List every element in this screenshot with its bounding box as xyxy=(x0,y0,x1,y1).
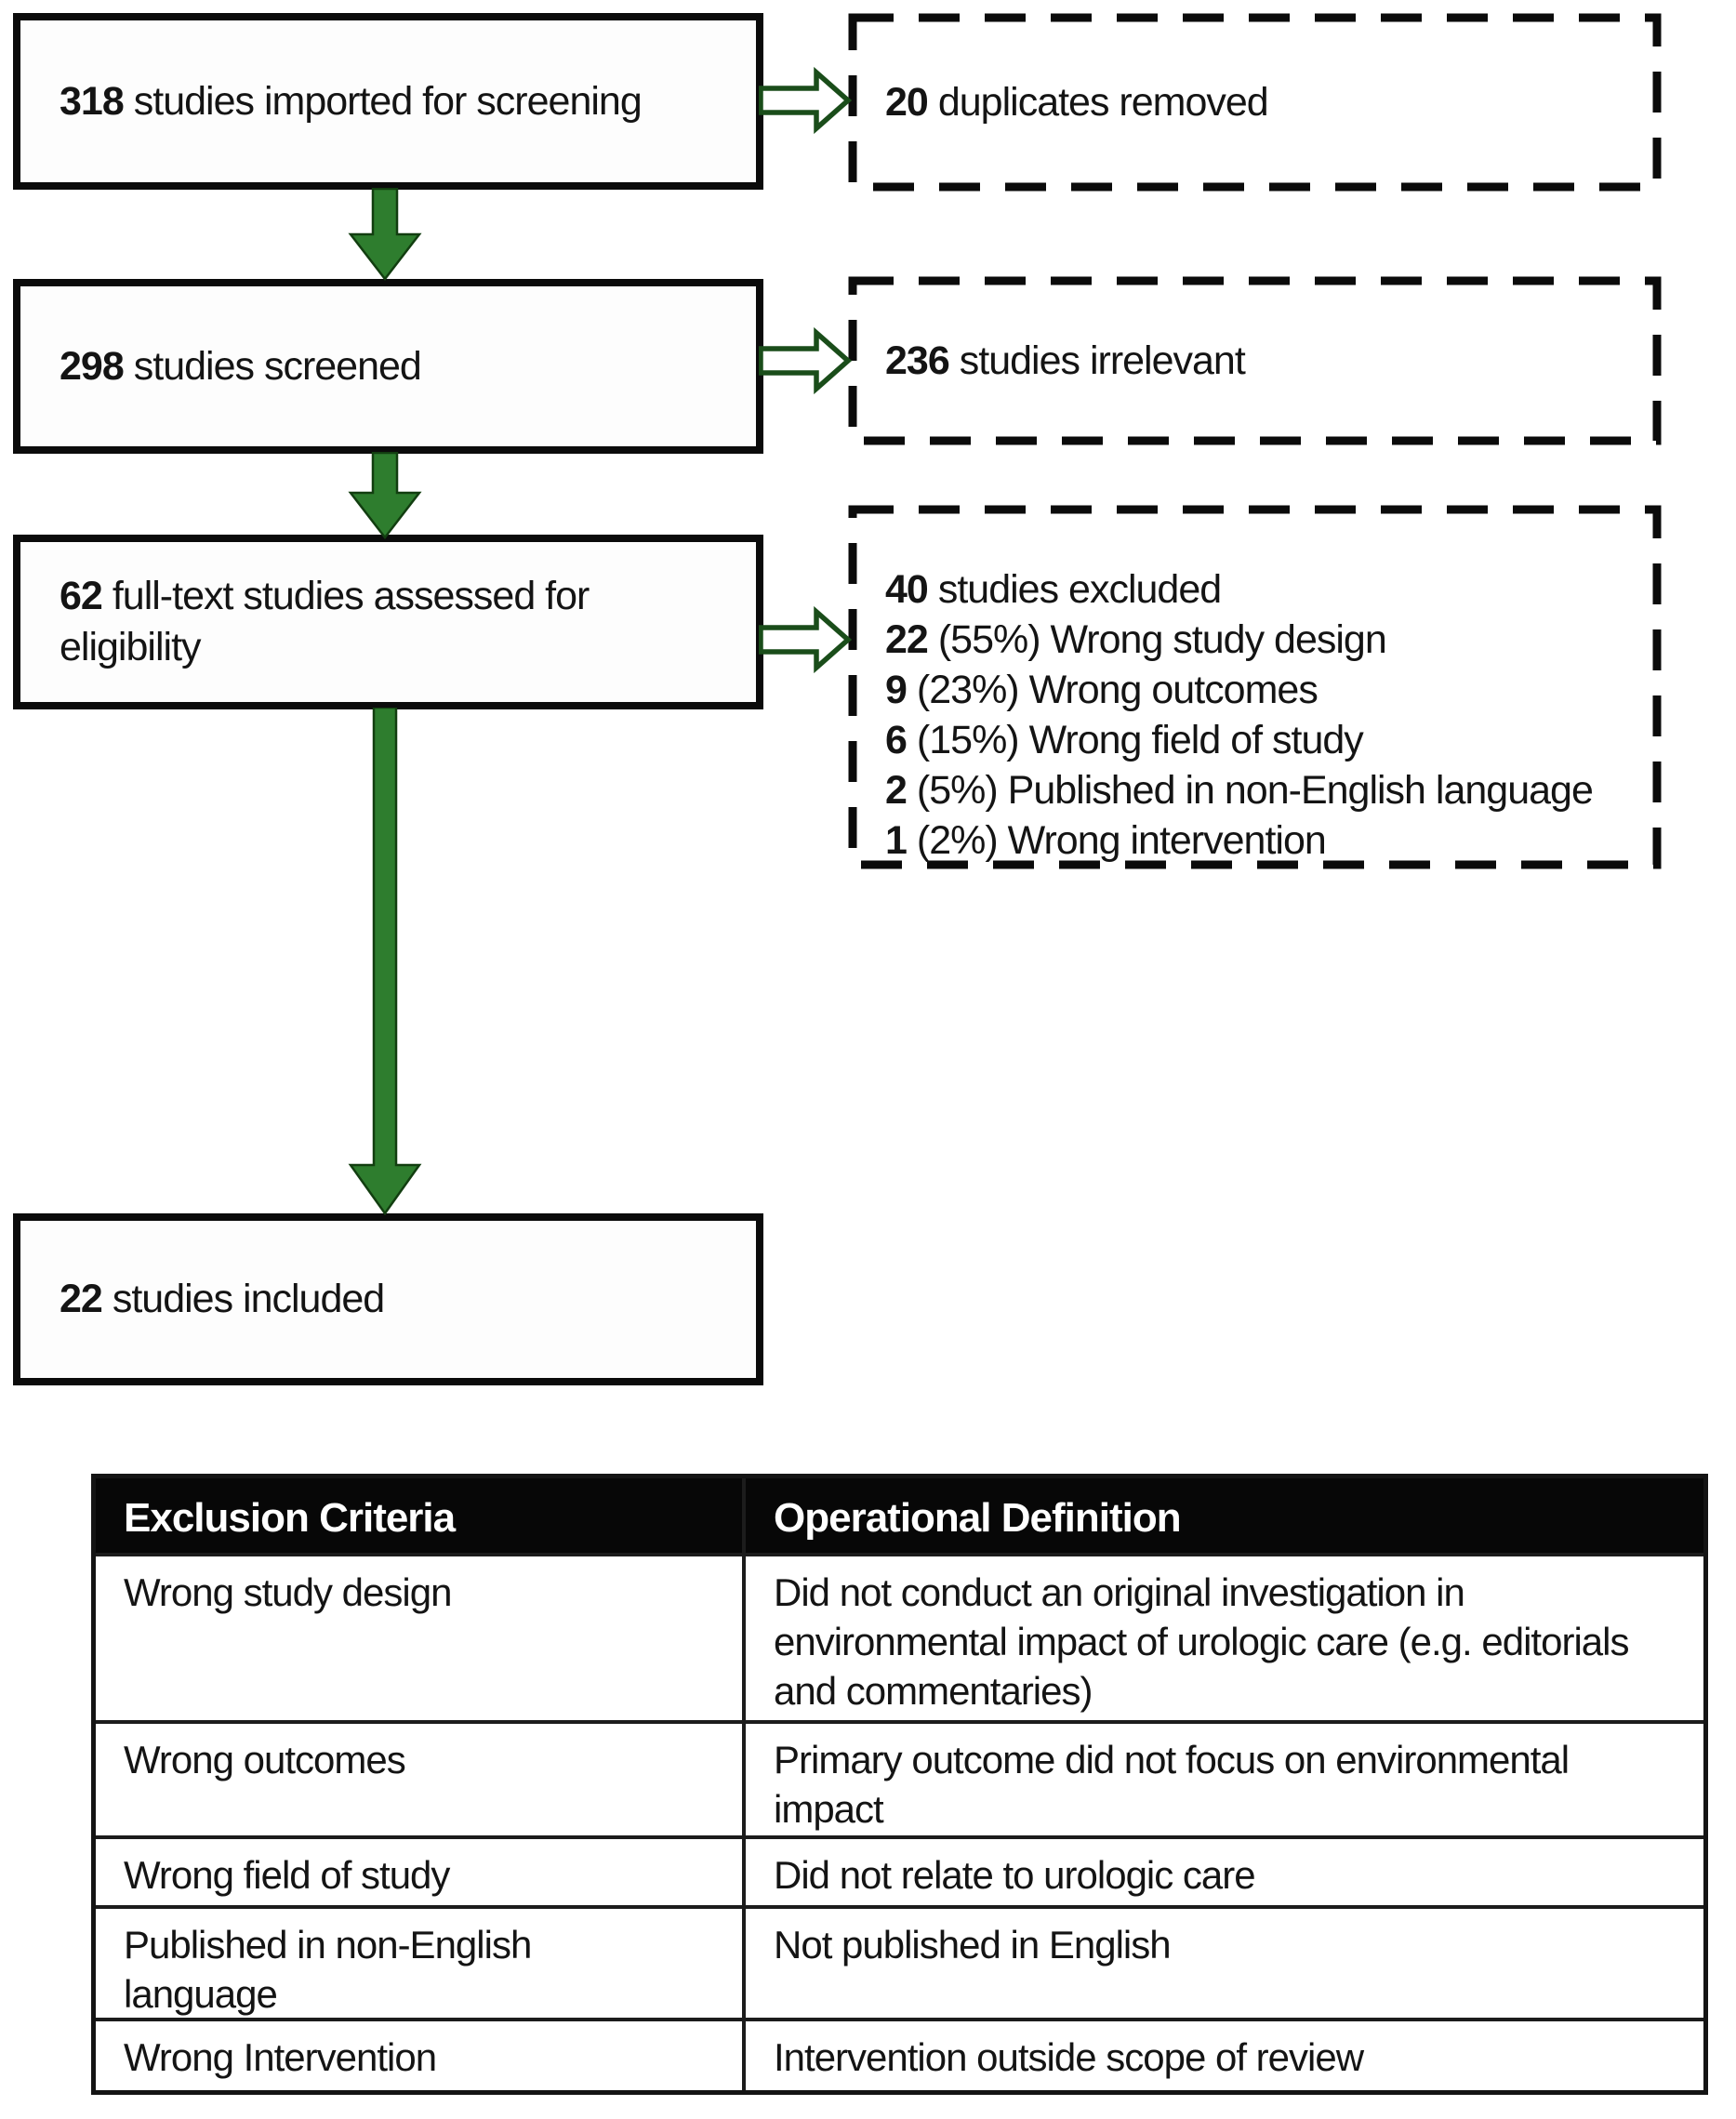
table-cell-definition: Not published in English xyxy=(742,1905,1703,2018)
dashed-border xyxy=(848,276,1662,445)
table-cell-definition: Intervention outside scope of review xyxy=(742,2018,1703,2090)
fulltext-text: full-text studies assessed for eligibili… xyxy=(60,574,590,669)
included-text: studies included xyxy=(112,1277,385,1321)
excluded-line: 6(15%) Wrong field of study xyxy=(885,718,1364,762)
table-header-operational-definition: Operational Definition xyxy=(742,1478,1703,1553)
imported-count: 318 xyxy=(60,78,125,124)
excluded-line: 2(5%) Published in non-English language xyxy=(885,768,1594,813)
down-arrow-icon xyxy=(348,452,422,539)
down-arrow-icon xyxy=(348,188,422,281)
table-cell-criteria: Wrong field of study xyxy=(96,1835,742,1905)
exclusion-criteria-table: Exclusion Criteria Operational Definitio… xyxy=(91,1474,1708,2095)
screened-text: studies screened xyxy=(133,343,422,389)
table-cell-criteria: Wrong Intervention xyxy=(96,2018,742,2090)
table-cell-definition: Did not relate to urologic care xyxy=(742,1835,1703,1905)
down-arrow-long-icon xyxy=(348,708,422,1215)
fulltext-count: 62 xyxy=(60,574,103,618)
dashed-border xyxy=(848,13,1662,192)
excluded-line: 22(55%) Wrong study design xyxy=(885,617,1387,662)
excluded-line: 1(2%) Wrong intervention xyxy=(885,818,1327,863)
right-arrow-icon xyxy=(759,606,852,673)
excluded-line: 9(23%) Wrong outcomes xyxy=(885,668,1319,712)
table-cell-definition: Primary outcome did not focus on environ… xyxy=(742,1720,1703,1835)
imported-text: studies imported for screening xyxy=(133,78,643,124)
irrelevant-text: studies irrelevant xyxy=(959,338,1246,383)
duplicates-count: 20 xyxy=(885,80,929,125)
table-cell-criteria: Published in non-English language xyxy=(96,1905,742,2018)
table-cell-definition: Did not conduct an original investigatio… xyxy=(742,1553,1703,1720)
table-cell-criteria: Wrong outcomes xyxy=(96,1720,742,1835)
screened-count: 298 xyxy=(60,343,125,389)
table-header-exclusion-criteria: Exclusion Criteria xyxy=(96,1478,742,1553)
table-cell-criteria: Wrong study design xyxy=(96,1553,742,1720)
right-arrow-icon xyxy=(759,327,852,394)
dashed-border xyxy=(848,505,1662,869)
irrelevant-count: 236 xyxy=(885,338,950,383)
duplicates-text: duplicates removed xyxy=(937,80,1269,125)
included-count: 22 xyxy=(60,1277,103,1321)
right-arrow-icon xyxy=(759,67,852,134)
